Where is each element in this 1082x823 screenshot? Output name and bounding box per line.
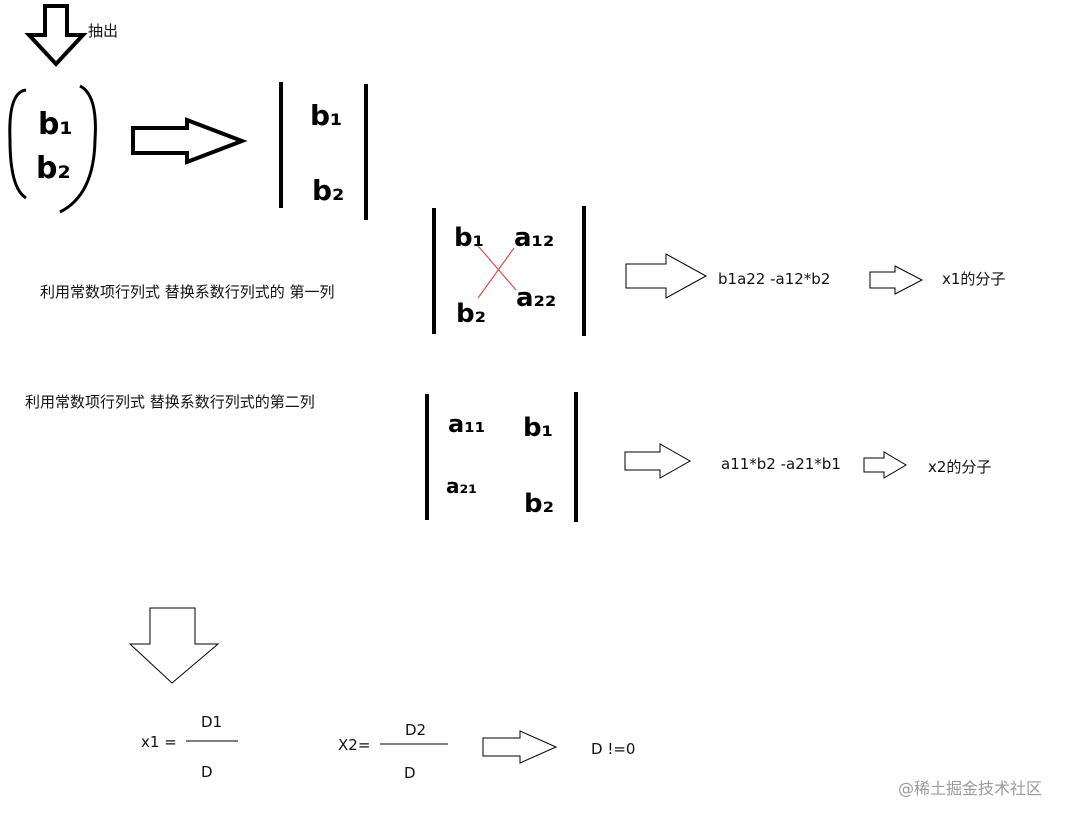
cross-line-2 — [477, 247, 515, 299]
vector-bottom-symbol: b₂ — [36, 151, 71, 186]
x2-numerator: D2 — [405, 721, 427, 739]
right-arrow-icon — [625, 253, 708, 299]
det3-a21-symbol: a₂₁ — [446, 474, 477, 498]
down-arrow-icon — [128, 607, 220, 684]
right-arrow-icon — [131, 117, 248, 165]
det3-b2-symbol: b₂ — [524, 489, 554, 519]
right-arrow-icon — [869, 265, 924, 295]
det2-a12-symbol: a₁₂ — [514, 223, 554, 253]
det3-b1-symbol: b₁ — [523, 413, 553, 443]
x2-numerator-expression: a11*b2 -a21*b1 — [721, 455, 841, 473]
det3-a11-symbol: a₁₁ — [448, 410, 485, 438]
x1-numerator: D1 — [201, 713, 223, 731]
x2-numerator-name: x2的分子 — [928, 458, 992, 476]
x1-numerator-name: x1的分子 — [942, 270, 1006, 288]
det2-b1-symbol: b₁ — [454, 223, 484, 253]
replace-first-col-label: 利用常数项行列式 替换系数行列式的 第一列 — [40, 283, 335, 301]
condition-label: D !=0 — [591, 740, 636, 758]
down-arrow-icon — [24, 4, 88, 67]
right-paren — [59, 84, 97, 214]
vector-top-symbol: b₁ — [38, 107, 73, 142]
det2-a22-symbol: a₂₂ — [516, 283, 556, 313]
right-arrow-icon — [863, 451, 907, 479]
watermark: @稀土掘金技术社区 — [898, 779, 1043, 798]
det1-top-symbol: b₁ — [310, 99, 342, 132]
right-arrow-icon — [482, 730, 558, 764]
x1-numerator-expression: b1a22 -a12*b2 — [718, 270, 831, 288]
x1-denominator: D — [201, 763, 213, 781]
det2-b2-symbol: b₂ — [456, 299, 486, 329]
left-paren — [8, 88, 27, 200]
x2-lhs: X2= — [338, 736, 371, 754]
right-arrow-icon — [624, 443, 692, 479]
x1-lhs: x1 = — [141, 733, 177, 751]
replace-second-col-label: 利用常数项行列式 替换系数行列式的第二列 — [25, 393, 315, 411]
x2-denominator: D — [404, 764, 416, 782]
cross-line-1 — [477, 245, 517, 291]
det1-bottom-symbol: b₂ — [312, 174, 344, 207]
extract-label: 抽出 — [88, 22, 119, 40]
